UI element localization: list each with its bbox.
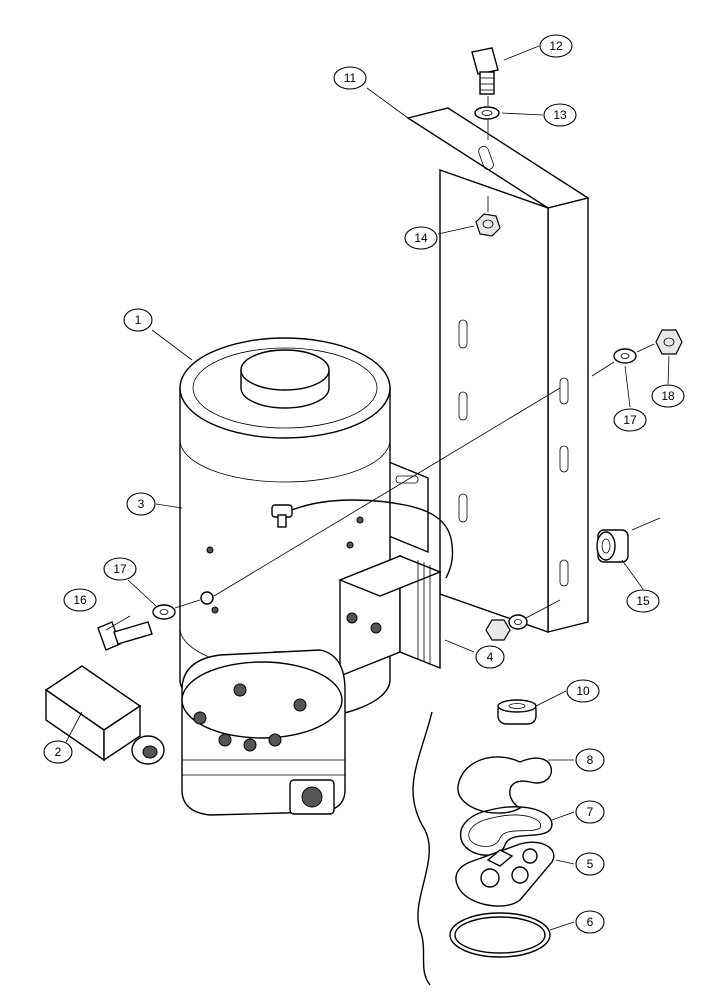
callout-5-label: 5 [587,857,594,871]
callout-7-label: 7 [587,805,594,819]
callout-14: 14 [404,226,438,250]
assembly-line-long [213,387,561,597]
callout-16: 16 [63,588,97,612]
gasket-7 [459,806,553,856]
plate-5 [455,841,555,907]
spacer-15 [596,529,629,563]
gasket-8 [457,756,553,814]
motor [179,337,454,721]
callout-11-label: 11 [344,71,357,85]
callout-5: 5 [575,852,605,876]
pump-body [181,649,346,816]
callout-17-left: 17 [103,557,137,581]
callout-18: 18 [651,384,685,408]
callout-7: 7 [575,800,605,824]
callout-15: 15 [626,589,660,613]
callout-17-right: 17 [613,408,647,432]
callout-17-left-label: 17 [113,562,127,576]
o-ring-6 [449,912,551,958]
nut-14 [475,213,501,237]
callout-2: 2 [43,740,73,764]
bushing-10 [497,699,537,725]
callout-1: 1 [123,308,153,332]
callout-10: 10 [566,679,600,703]
mount-hole [200,591,214,605]
callout-3-label: 3 [138,497,145,511]
callout-13: 13 [543,103,577,127]
mounting-bracket [383,107,590,633]
callout-8: 8 [575,748,605,772]
callout-14-label: 14 [414,231,428,245]
callout-17-right-label: 17 [623,413,637,427]
callout-15-label: 15 [636,594,650,608]
callout-6-label: 6 [587,915,594,929]
callout-4: 4 [475,645,505,669]
leader-lines [65,45,670,931]
callout-10-label: 10 [576,684,590,698]
callout-3: 3 [126,492,156,516]
nut-18 [655,329,683,355]
callout-6: 6 [575,910,605,934]
callout-8-label: 8 [587,753,594,767]
washer-17-right [613,348,637,364]
callout-11: 11 [333,66,367,90]
callout-2-label: 2 [55,745,62,759]
callout-4-label: 4 [487,650,494,664]
breakout-boundary [412,711,433,986]
assembly-line-bolt [174,599,201,609]
washer-17-left [152,604,176,620]
callout-12: 12 [539,34,573,58]
callout-13-label: 13 [553,108,567,122]
washer-13 [474,106,500,120]
callout-18-label: 18 [661,389,675,403]
bolt-16 [97,621,153,651]
solenoid [338,554,442,678]
callout-1-label: 1 [135,313,142,327]
callout-16-label: 16 [73,593,87,607]
nut-washer-pair [485,614,528,641]
callout-12-label: 12 [549,39,563,53]
cap-screw-12 [471,47,499,95]
